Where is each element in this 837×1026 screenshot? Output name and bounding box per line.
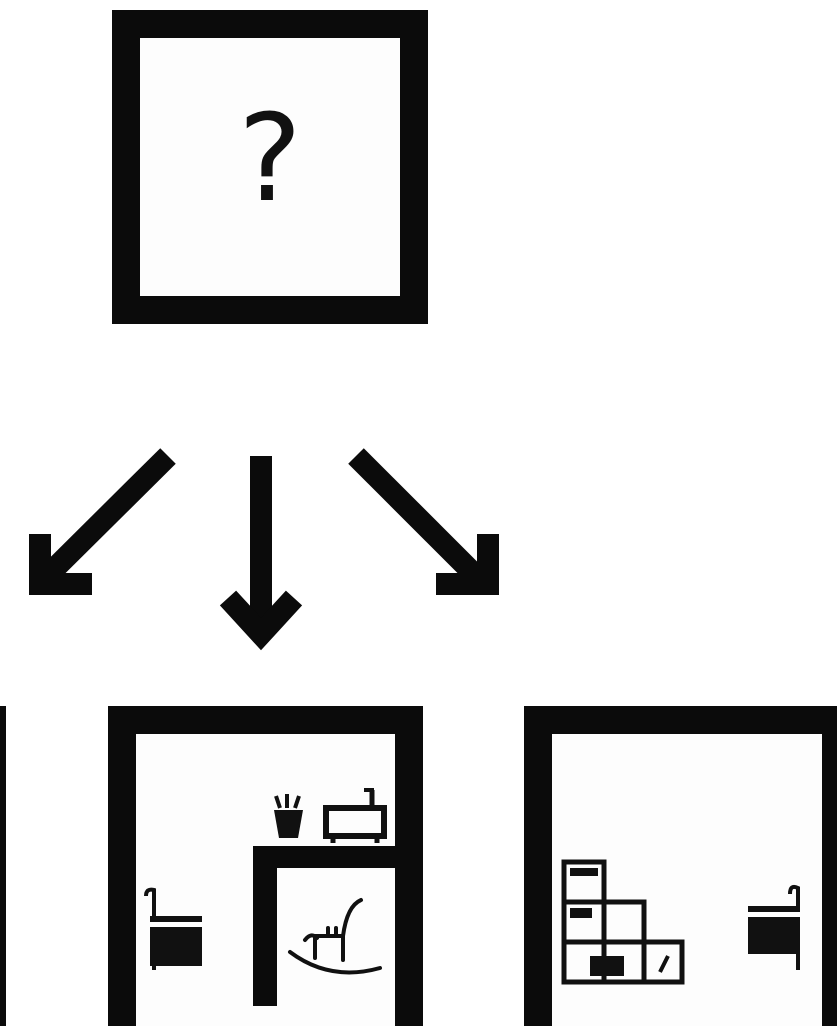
bathtub-icon (326, 790, 384, 843)
stacked-boxes-icon (564, 862, 682, 982)
potted-plant-icon (274, 794, 303, 838)
rocking-horse-icon (290, 900, 380, 972)
interior-wall (253, 846, 397, 1006)
bed-icon (146, 890, 202, 970)
bed-icon (748, 887, 800, 970)
